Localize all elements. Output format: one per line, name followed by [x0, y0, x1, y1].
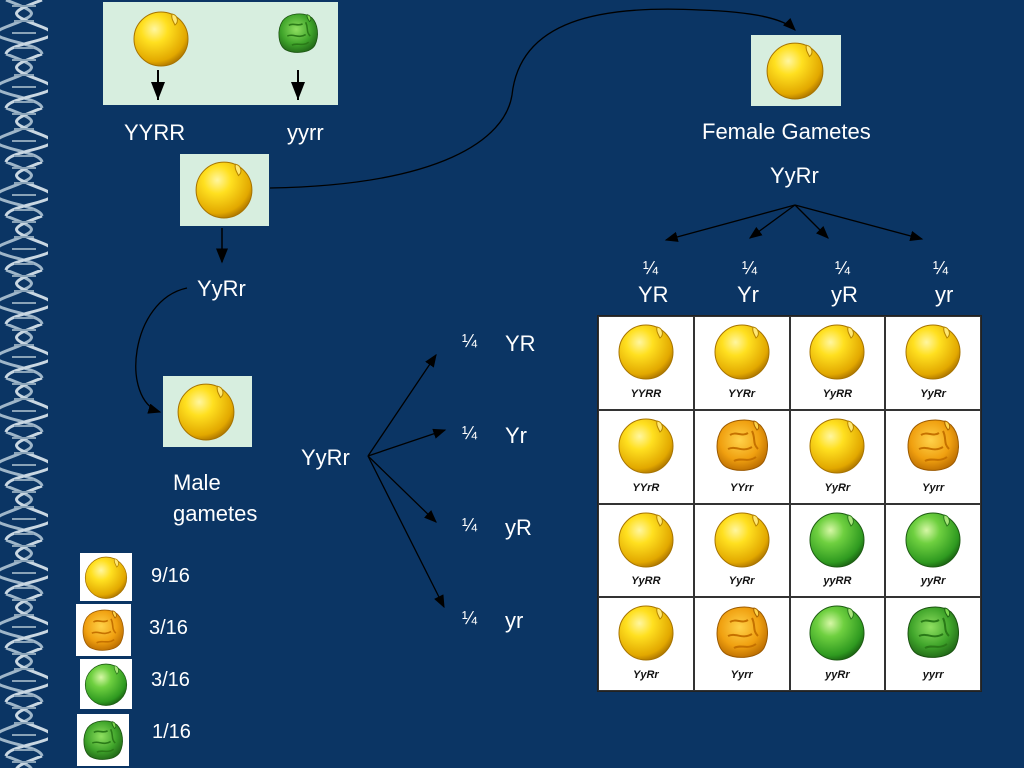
punnett-genotype: YYrR	[632, 481, 660, 494]
male-fraction: ¼	[462, 331, 478, 351]
yellow-round-pea-icon	[712, 509, 772, 569]
male-gametes-title-line2: gametes	[173, 501, 258, 526]
female-pea-box	[751, 35, 841, 106]
ratio-value: 9/16	[151, 565, 190, 587]
yellow-round-pea-icon	[712, 321, 772, 381]
female-allele: yr	[935, 282, 954, 307]
punnett-genotype: yyRr	[825, 669, 850, 681]
yellow-round-pea-icon	[131, 8, 191, 68]
punnett-cell: yyRr	[885, 503, 981, 598]
punnett-genotype: yyrr	[922, 669, 944, 681]
punnett-genotype: YYrr	[730, 481, 754, 494]
male-fraction: ¼	[462, 423, 478, 443]
punnett-genotype: Yyrr	[730, 669, 753, 681]
yellow-round-pea-icon	[616, 602, 676, 662]
ratio-value: 1/16	[152, 721, 191, 743]
yellow-round-pea-icon	[83, 554, 129, 600]
punnett-genotype: YyRr	[728, 575, 755, 588]
punnett-cell: YyRR	[598, 503, 694, 598]
yellow-wrinkled-pea-icon	[79, 606, 127, 654]
punnett-genotype: YYRr	[728, 387, 756, 400]
green-wrinkled-pea-icon	[275, 10, 321, 56]
ratio-pea-box	[80, 659, 132, 709]
punnett-cell: YyRr	[693, 503, 790, 598]
ratio-pea-box	[80, 553, 132, 601]
punnett-cell: yyrr	[885, 597, 981, 691]
male-allele: yR	[505, 515, 532, 540]
punnett-cell: YyRr	[885, 316, 981, 410]
punnett-genotype: yyRr	[920, 575, 946, 588]
punnett-cell: yyRr	[789, 597, 886, 691]
yellow-round-pea-icon	[903, 321, 963, 381]
yellow-round-pea-icon	[193, 158, 255, 220]
punnett-cell: yyRR	[789, 503, 886, 598]
yellow-round-pea-icon	[616, 509, 676, 569]
f1-genotype: YyRr	[197, 276, 246, 301]
punnett-cell: YyRr	[598, 597, 694, 691]
parent-2-genotype: yyrr	[287, 120, 324, 145]
male-fraction: ¼	[462, 608, 478, 628]
punnett-genotype: YyRr	[920, 387, 946, 400]
punnett-cell: Yyrr	[693, 597, 790, 691]
female-allele: YR	[638, 282, 669, 307]
punnett-cell: YYRr	[693, 316, 790, 410]
yellow-round-pea-icon	[616, 321, 676, 381]
female-fraction: ¼	[933, 258, 949, 278]
green-round-pea-icon	[903, 509, 963, 569]
punnett-genotype: YyRR	[822, 387, 853, 400]
ratio-pea-box	[76, 604, 131, 656]
female-fraction: ¼	[835, 258, 851, 278]
female-fraction: ¼	[643, 258, 659, 278]
punnett-genotype: YyRr	[824, 481, 851, 494]
punnett-genotype: YyRr	[633, 669, 659, 681]
punnett-genotype: YyRR	[631, 575, 661, 588]
yellow-round-pea-icon	[807, 321, 867, 381]
green-round-pea-icon	[807, 602, 867, 662]
yellow-round-pea-icon	[764, 39, 826, 101]
male-genotype: YyRr	[301, 445, 350, 470]
yellow-wrinkled-pea-icon	[712, 415, 772, 475]
parent-1-genotype: YYRR	[124, 120, 186, 145]
green-round-pea-icon	[807, 509, 867, 569]
male-allele: yr	[505, 608, 524, 633]
female-allele: Yr	[737, 282, 759, 307]
punnett-cell: Yyrr	[885, 409, 981, 504]
male-gametes-title-line1: Male	[173, 470, 221, 495]
green-wrinkled-pea-icon	[80, 717, 126, 763]
ratio-value: 3/16	[149, 617, 188, 639]
ratio-pea-box	[77, 714, 129, 766]
punnett-cell: YYrR	[598, 409, 694, 504]
male-allele: Yr	[505, 423, 527, 448]
f1-pea-box	[180, 154, 269, 226]
yellow-round-pea-icon	[807, 415, 867, 475]
male-pea-box	[163, 376, 252, 447]
female-fraction: ¼	[742, 258, 758, 278]
punnett-genotype: yyRR	[823, 575, 852, 588]
green-round-pea-icon	[83, 661, 129, 707]
punnett-cell: YYRR	[598, 316, 694, 410]
female-allele: yR	[831, 282, 858, 307]
punnett-cell: YyRR	[789, 316, 886, 410]
punnett-genotype: YYRR	[630, 387, 662, 400]
dna-strip-decoration	[0, 0, 48, 768]
punnett-genotype: Yyrr	[922, 481, 945, 494]
ratio-value: 3/16	[151, 669, 190, 691]
yellow-wrinkled-pea-icon	[903, 415, 963, 475]
yellow-round-pea-icon	[175, 380, 237, 442]
male-allele: YR	[505, 331, 536, 356]
male-fraction: ¼	[462, 515, 478, 535]
punnett-cell: YyRr	[789, 409, 886, 504]
female-genotype: YyRr	[770, 163, 819, 188]
female-gametes-title: Female Gametes	[702, 119, 871, 144]
green-wrinkled-pea-icon	[903, 602, 963, 662]
yellow-round-pea-icon	[616, 415, 676, 475]
parents-panel	[103, 2, 338, 105]
punnett-cell: YYrr	[693, 409, 790, 504]
yellow-wrinkled-pea-icon	[712, 602, 772, 662]
